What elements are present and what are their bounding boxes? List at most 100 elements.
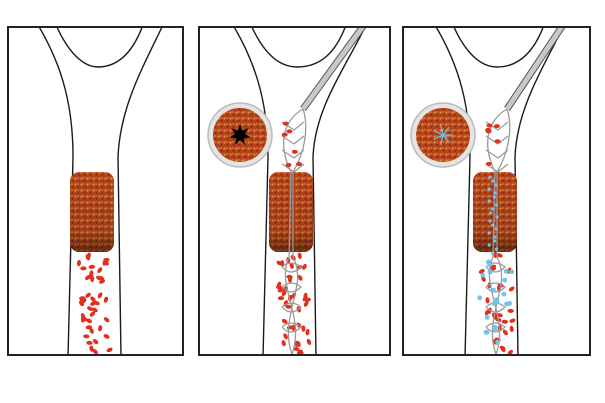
red-blood-cell (281, 132, 288, 137)
red-blood-cell (275, 285, 283, 290)
agent-particle (487, 199, 491, 203)
vessel-bifurcation (56, 27, 143, 68)
red-blood-cell (296, 162, 303, 167)
red-blood-cell (496, 253, 503, 258)
stent-cell (485, 135, 509, 145)
agent-particle (488, 175, 492, 179)
red-blood-cell (97, 292, 103, 299)
red-blood-cell (80, 266, 87, 271)
red-blood-cell (297, 252, 302, 260)
vessel-right-wall (312, 27, 366, 355)
stent-cell (485, 163, 509, 173)
panel-1 (7, 26, 184, 356)
star-lumen-icon (229, 124, 251, 145)
red-blood-cell (103, 317, 110, 323)
agent-particle (494, 299, 500, 305)
red-blood-cell (84, 275, 91, 281)
vessel-right-wall (514, 27, 564, 355)
red-blood-cell (297, 349, 304, 355)
red-blood-cell (509, 318, 516, 323)
red-blood-cell (502, 329, 508, 336)
red-blood-cell (303, 300, 309, 307)
red-blood-cell (281, 318, 288, 324)
vessel-right-wall (117, 27, 163, 355)
red-blood-cell (92, 348, 98, 355)
vessel-left-wall (38, 27, 74, 355)
agent-particle (488, 219, 492, 223)
clot-shading (269, 172, 313, 252)
agent-particle (504, 301, 509, 307)
red-blood-cell (301, 325, 306, 332)
agent-particle (494, 183, 498, 187)
stent-cell (281, 322, 302, 333)
agent-particle (491, 223, 495, 227)
agent-particle (488, 211, 493, 215)
panel-3 (402, 26, 591, 356)
agent-particle (490, 251, 494, 255)
red-blood-cell (277, 296, 285, 301)
red-blood-cell (89, 311, 96, 317)
red-blood-cell (485, 129, 492, 134)
agent-particle (494, 227, 498, 231)
agent-particle (487, 243, 491, 247)
vessel-bifurcation (453, 27, 544, 68)
agent-particle (483, 329, 489, 335)
stent-retriever-icon (281, 108, 307, 355)
red-blood-cell (85, 292, 91, 298)
panel-content (435, 27, 566, 355)
agent-particle (503, 268, 509, 274)
agent-particle (477, 295, 483, 301)
stent-cell (281, 163, 305, 173)
stent-strut (491, 108, 511, 355)
red-blood-cell (91, 307, 98, 313)
agent-particle (491, 287, 496, 293)
agent-particle (490, 207, 494, 211)
stent-cell (281, 149, 305, 159)
red-blood-cell (281, 290, 287, 297)
red-blood-cell (485, 297, 490, 304)
red-blood-cell (283, 333, 288, 340)
clot-shading (473, 172, 517, 252)
red-blood-cell (485, 161, 492, 166)
panel-frame (402, 26, 591, 356)
panel-frame (7, 26, 184, 356)
agent-particle (494, 203, 499, 207)
red-blood-cell (281, 340, 286, 347)
red-blood-cell (103, 296, 109, 303)
stent-cell (485, 302, 506, 313)
red-blood-cell (303, 292, 308, 300)
agent-particle (495, 339, 501, 345)
red-blood-cell (87, 306, 94, 311)
network-strand (433, 130, 444, 136)
catheter-body (300, 27, 366, 111)
network-strand (442, 126, 450, 136)
stent-cell (485, 149, 509, 159)
red-blood-cell (499, 345, 506, 351)
red-blood-cell (89, 345, 94, 352)
red-blood-cell (89, 327, 94, 334)
vessel-left-wall (233, 27, 269, 355)
red-blood-cell (507, 349, 514, 355)
panel-frame (198, 26, 391, 356)
agent-particle (487, 231, 491, 235)
red-blood-cell (291, 149, 298, 154)
network-strand (433, 134, 444, 140)
stent-cell (281, 302, 302, 313)
red-blood-cell (494, 139, 501, 144)
red-blood-cell (90, 296, 96, 302)
agent-particle (492, 324, 498, 330)
red-blood-cell (285, 304, 292, 309)
red-blood-cell (80, 313, 86, 320)
agent-particles (477, 175, 515, 345)
red-blood-cell (501, 319, 509, 324)
agent-particle (487, 268, 493, 274)
red-blood-cell (97, 267, 103, 273)
red-blood-cell (98, 325, 103, 332)
red-blood-cell (507, 308, 514, 313)
agent-particle (487, 262, 493, 268)
agent-particle (491, 179, 495, 183)
clot-shading (70, 172, 114, 252)
network-strand (442, 134, 450, 144)
panel-content (233, 27, 367, 355)
